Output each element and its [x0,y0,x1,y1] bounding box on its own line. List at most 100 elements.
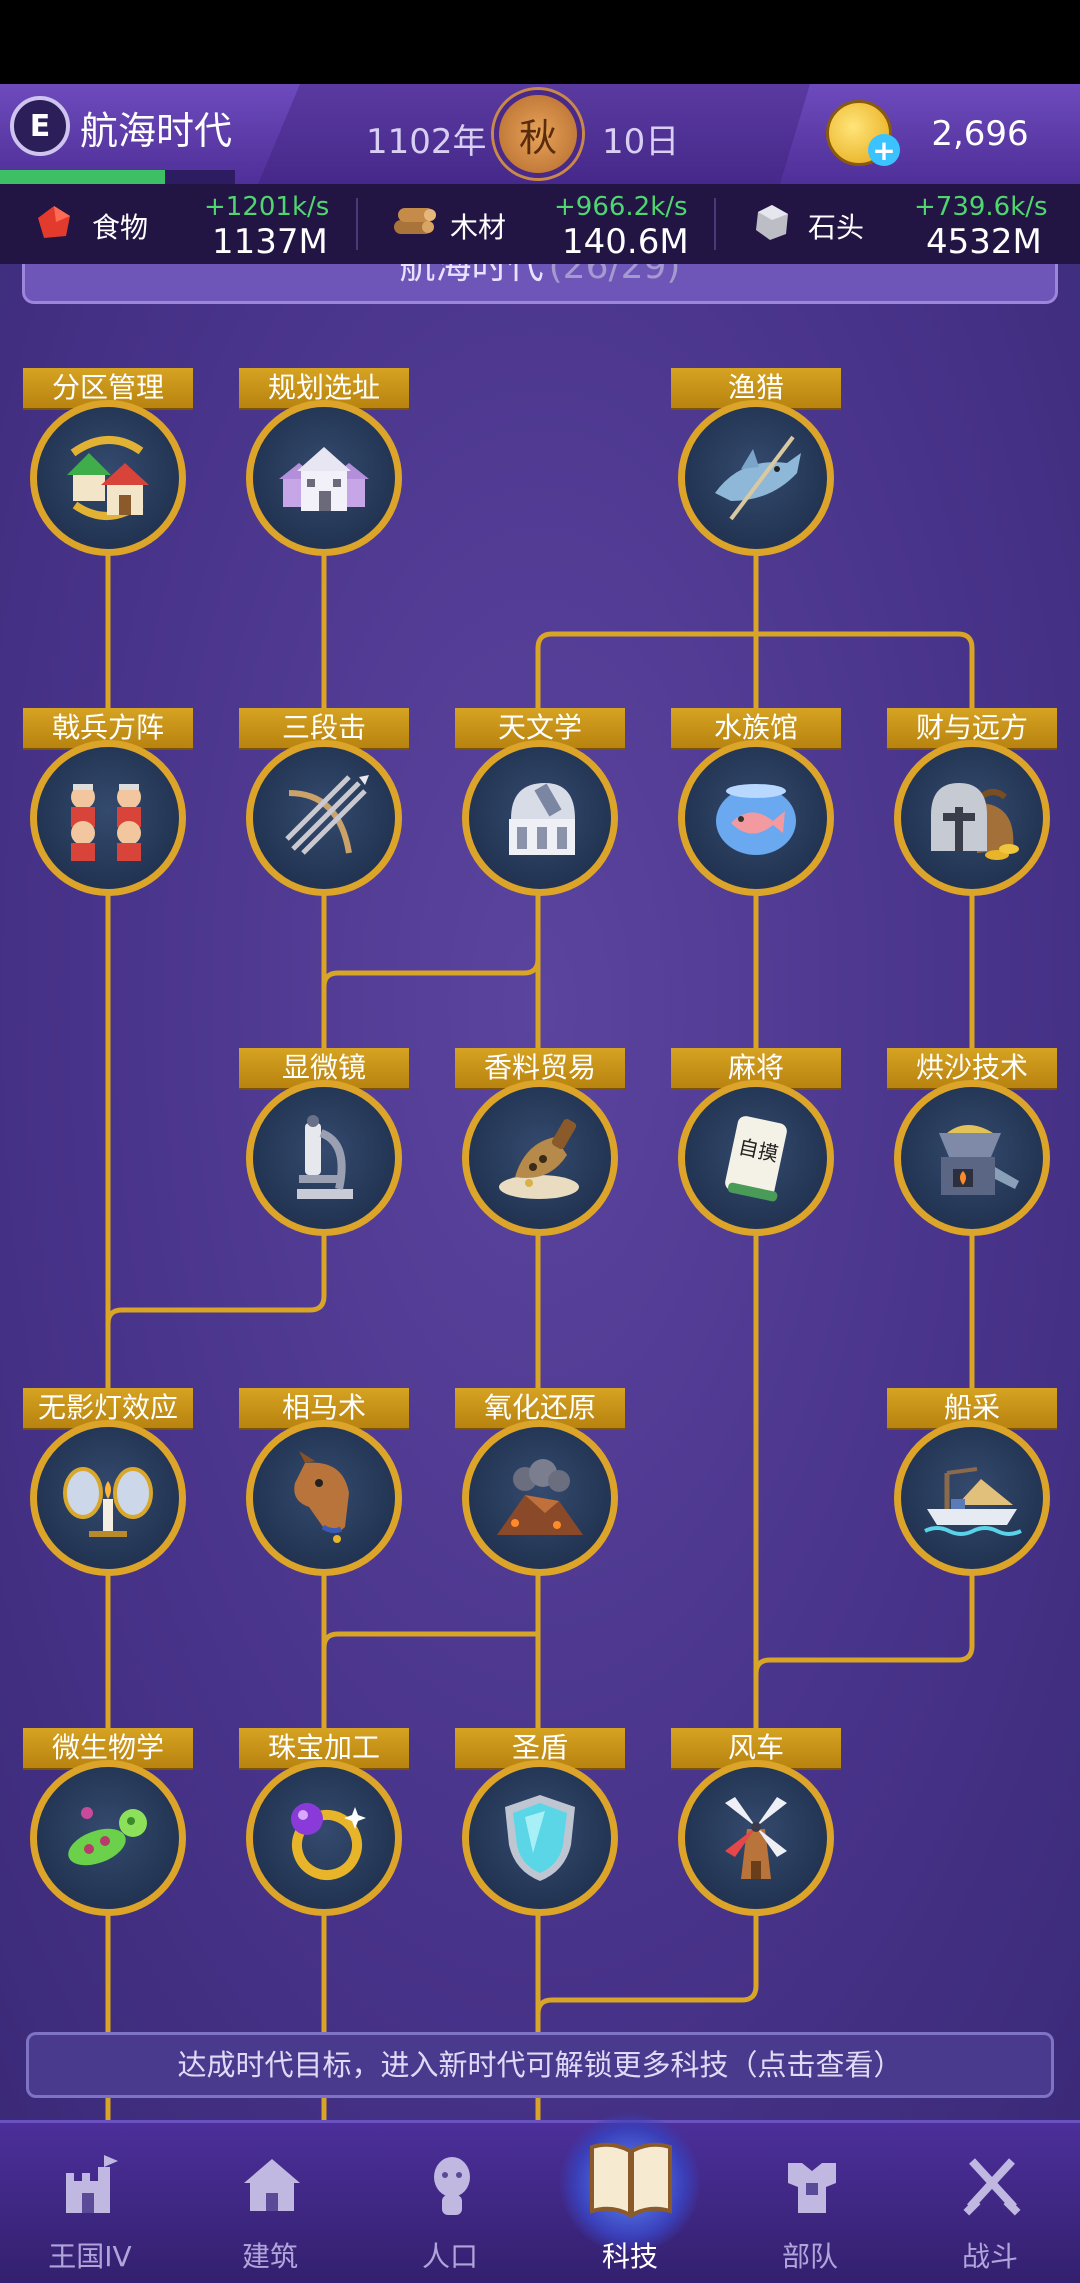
helmet-moneybag-icon [931,783,1019,860]
nav-label: 人口 [421,2240,478,2273]
date-year: 1102年 [366,122,487,162]
resource-food[interactable]: 食物 +1201k/s 1137M [0,184,356,264]
tech-icon-frame [462,1420,618,1576]
tech-label: 氧化还原 [455,1388,625,1428]
tech-icon-frame [462,1080,618,1236]
tech-node-astronomy[interactable]: 天文学 [455,708,625,904]
surgical-lamp-icon [63,1467,153,1537]
tech-icon-frame [246,400,402,556]
tech-label: 无影灯效应 [23,1388,193,1428]
dredge-boat-icon [924,1467,1022,1536]
horse-head-icon [294,1451,349,1543]
era-logo-icon: E [10,96,70,156]
book-icon [590,2142,672,2219]
resource-name: 木材 [450,211,507,244]
resource-amount: 1137M [212,222,328,262]
nav-label: 建筑 [241,2240,298,2273]
tech-node-halberd-formation[interactable]: 戟兵方阵 [23,708,193,904]
nav-tab-technology[interactable]: 科技 [540,2113,720,2283]
tech-icon-frame [894,740,1050,896]
sand-furnace-icon [939,1125,1019,1195]
nav-tab-building[interactable]: 建筑 [180,2123,360,2283]
season-badge: 秋 [494,90,582,178]
nav-tab-population[interactable]: 人口 [360,2123,540,2283]
resource-name: 食物 [92,211,149,244]
tech-node-fishing-hunting[interactable]: 渔猎 [671,368,841,564]
halberd-soldiers-icon [71,784,141,861]
tech-icon-frame [30,1420,186,1576]
tech-node-sand-drying[interactable]: 烘沙技术 [887,1048,1057,1244]
gem-ring-icon [291,1803,366,1880]
tech-tree[interactable]: 航海时代 (26/29) 分区管理 规划选址 渔猎 [0,264,1080,2120]
tech-node-ship-mining[interactable]: 船采 [887,1388,1057,1584]
nav-tab-battle[interactable]: 战斗 [900,2123,1080,2283]
microscope-icon [297,1115,353,1199]
nav-tab-kingdom[interactable]: 王国IV [0,2123,180,2283]
tech-label: 戟兵方阵 [23,708,193,748]
microbe-icon [68,1807,147,1866]
tech-icon-frame [246,1420,402,1576]
holy-shield-icon [505,1795,575,1881]
bottom-navigation: 王国IV 建筑 人口 科技 部队 [0,2113,1080,2283]
tech-node-shadowless-lamp[interactable]: 无影灯效应 [23,1388,193,1584]
tech-node-jewelry-crafting[interactable]: 珠宝加工 [239,1728,409,1924]
resource-rate: +1201k/s [204,192,330,222]
date-day: 10日 [602,122,680,162]
resource-bar: 食物 +1201k/s 1137M 木材 +966.2k/s 140.6M 石头… [0,184,1080,264]
house-icon [244,2159,300,2211]
resource-amount: 4532M [926,222,1042,262]
status-bar [0,0,1080,84]
tech-icon-frame [894,1080,1050,1236]
tech-node-microscope[interactable]: 显微镜 [239,1048,409,1244]
tech-node-holy-shield[interactable]: 圣盾 [455,1728,625,1924]
tech-node-site-planning[interactable]: 规划选址 [239,368,409,564]
resource-wood[interactable]: 木材 +966.2k/s 140.6M [358,184,714,264]
tech-icon-frame [246,740,402,896]
nav-label: 战斗 [961,2240,1018,2273]
tech-icon-frame [30,400,186,556]
tech-label: 财与远方 [887,708,1057,748]
fishbowl-icon [716,784,796,855]
tech-node-windmill[interactable]: 风车 [671,1728,841,1924]
tech-icon-frame [678,1760,834,1916]
tech-node-triple-volley[interactable]: 三段击 [239,708,409,904]
tech-label: 显微镜 [239,1048,409,1088]
era-selector-dropdown[interactable]: 航海时代 (26/29) [22,264,1058,304]
windmill-icon [725,1797,787,1879]
stone-icon [756,205,788,240]
tech-node-wealth-and-distance[interactable]: 财与远方 [887,708,1057,904]
crossbow-icon [285,775,369,855]
shark-spear-icon [715,435,801,521]
tech-node-microbiology[interactable]: 微生物学 [23,1728,193,1924]
tech-icon-frame [30,740,186,896]
tech-node-spice-trade[interactable]: 香料贸易 [455,1048,625,1244]
smelting-icon [497,1459,583,1535]
add-gold-button[interactable]: + [868,134,900,167]
resource-stone[interactable]: 石头 +739.6k/s 4532M [716,184,1080,264]
planning-house-icon [279,447,369,511]
nav-label: 科技 [601,2240,658,2273]
title-panel[interactable]: E 航海时代 [0,84,300,184]
crossed-swords-icon [963,2158,1021,2216]
tech-icon-frame [462,740,618,896]
resource-amount: 140.6M [562,222,689,262]
tech-node-district-management[interactable]: 分区管理 [23,368,193,564]
tech-node-horse-judging[interactable]: 相马术 [239,1388,409,1584]
tech-node-redox[interactable]: 氧化还原 [455,1388,625,1584]
tech-icon-frame [246,1760,402,1916]
observatory-icon [509,783,575,855]
nav-label: 部队 [781,2240,838,2273]
nav-tab-troops[interactable]: 部队 [720,2123,900,2283]
mahjong-tile-icon: 自摸 [725,1116,787,1202]
spice-scoop-icon [499,1118,579,1199]
resource-name: 石头 [808,211,865,244]
next-era-banner[interactable]: 达成时代目标，进入新时代可解锁更多科技（点击查看） [26,2032,1054,2098]
tech-icon-frame [678,400,834,556]
game-title: 航海时代 [80,109,233,153]
wood-icon [394,208,436,234]
food-icon [38,206,70,238]
tech-label: 烘沙技术 [887,1048,1057,1088]
tech-node-mahjong[interactable]: 麻将 自摸 [671,1048,841,1244]
tech-node-aquarium[interactable]: 水族馆 [671,708,841,904]
resource-divider [356,198,358,250]
